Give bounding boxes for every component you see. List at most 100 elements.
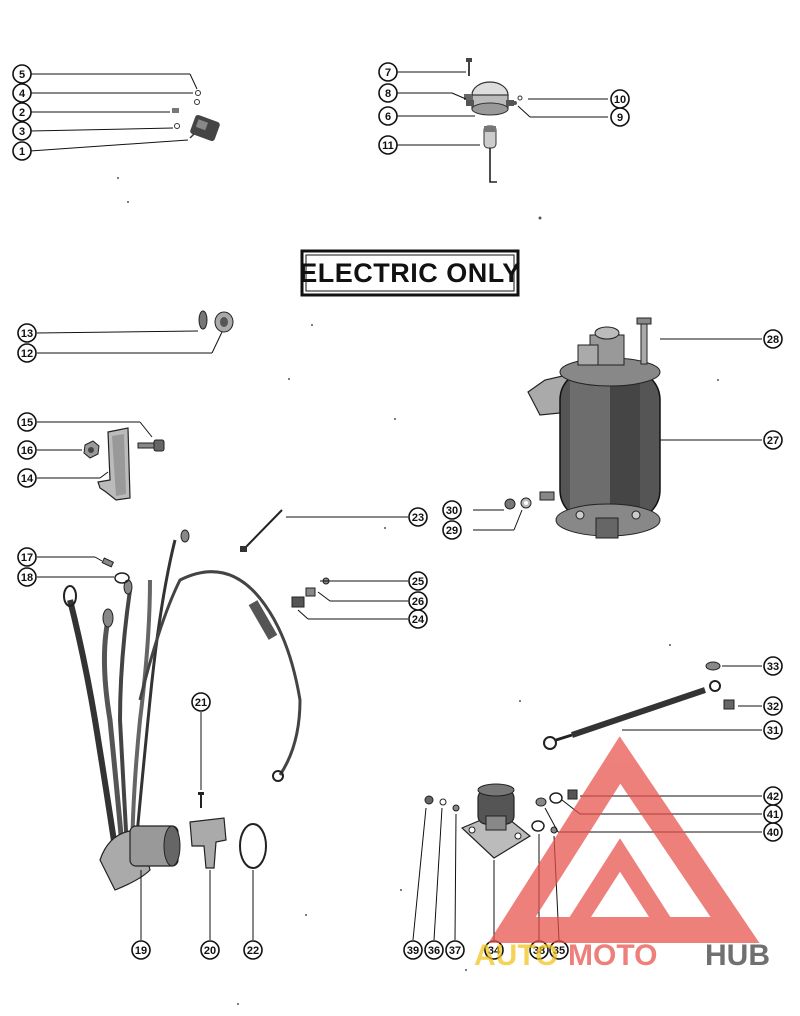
- callout-circle: [17, 567, 37, 587]
- callout-number: 12: [21, 348, 33, 360]
- callout-38: 38: [529, 940, 549, 960]
- callout-36: 36: [424, 940, 444, 960]
- callout-circle: [12, 141, 32, 161]
- solenoid-top-drawing: [464, 58, 523, 183]
- callout-number: 41: [767, 809, 779, 821]
- callout-number: 32: [767, 701, 779, 713]
- callout-24: 24: [408, 609, 428, 629]
- callout-number: 42: [767, 791, 779, 803]
- switch-assembly-drawing: [172, 90, 220, 141]
- callout-14: 14: [17, 468, 37, 488]
- callout-circle: [17, 468, 37, 488]
- callout-number: 35: [553, 945, 565, 957]
- callout-circle: [424, 940, 444, 960]
- terminal-parts-24-26-drawing: [291, 577, 330, 608]
- callout-circle: [17, 412, 37, 432]
- watermark-auto: AUTO: [474, 939, 558, 972]
- callout-circle: [12, 121, 32, 141]
- callout-3: 3: [12, 121, 32, 141]
- callout-number: 31: [767, 725, 779, 737]
- callout-circle: [763, 696, 783, 716]
- callout-number: 33: [767, 661, 779, 673]
- callout-circle: [378, 62, 398, 82]
- callout-circle: [17, 343, 37, 363]
- callout-circle: [17, 440, 37, 460]
- callout-12: 12: [17, 343, 37, 363]
- callout-number: 30: [446, 505, 458, 517]
- tie-strap-drawing: [240, 509, 283, 552]
- callout-17: 17: [17, 547, 37, 567]
- callout-number: 27: [767, 435, 779, 447]
- title-box: ELECTRIC ONLY: [299, 249, 520, 297]
- callout-number: 2: [19, 107, 25, 119]
- callout-18: 18: [17, 567, 37, 587]
- callout-13: 13: [17, 323, 37, 343]
- grommet-drawing: [198, 310, 234, 333]
- callout-number: 38: [533, 945, 545, 957]
- callout-circle: [191, 692, 211, 712]
- callout-circle: [408, 591, 428, 611]
- callout-32: 32: [763, 696, 783, 716]
- callout-number: 7: [385, 67, 391, 79]
- callout-8: 8: [378, 83, 398, 103]
- callout-number: 19: [135, 945, 147, 957]
- callout-number: 28: [767, 334, 779, 346]
- callout-circle: [408, 571, 428, 591]
- callout-number: 16: [21, 445, 33, 457]
- callout-20: 20: [200, 940, 220, 960]
- washer-nut-29-30-drawing: [504, 497, 532, 510]
- leader-lines: [29, 71, 762, 941]
- callout-number: 25: [412, 576, 424, 588]
- wiring-harness-drawing: [63, 529, 302, 891]
- callout-number: 6: [385, 111, 391, 123]
- callout-circle: [763, 786, 783, 806]
- callout-9: 9: [610, 107, 630, 127]
- callout-circle: [442, 520, 462, 540]
- screw-washer-17-18-drawing: [101, 557, 130, 584]
- callout-10: 10: [610, 89, 630, 109]
- callout-number: 39: [407, 945, 419, 957]
- callout-number: 23: [412, 512, 424, 524]
- callout-number: 36: [428, 945, 440, 957]
- callout-number: 10: [614, 94, 626, 106]
- callout-circle: [445, 940, 465, 960]
- callout-circle: [763, 720, 783, 740]
- callout-33: 33: [763, 656, 783, 676]
- callout-number: 9: [617, 112, 623, 124]
- callout-circle: [610, 89, 630, 109]
- callout-circle: [200, 940, 220, 960]
- callout-circle: [763, 329, 783, 349]
- callout-circle: [17, 547, 37, 567]
- callout-circle: [442, 500, 462, 520]
- callout-21: 21: [191, 692, 211, 712]
- callout-circle: [12, 102, 32, 122]
- callout-circle: [408, 507, 428, 527]
- callout-number: 20: [204, 945, 216, 957]
- watermark-hub: HUB: [705, 939, 770, 972]
- callout-number: 17: [21, 552, 33, 564]
- callout-11: 11: [378, 135, 398, 155]
- callout-39: 39: [403, 940, 423, 960]
- callout-circle: [131, 940, 151, 960]
- callout-25: 25: [408, 571, 428, 591]
- callout-23: 23: [408, 507, 428, 527]
- callout-number: 37: [449, 945, 461, 957]
- callout-number: 24: [412, 614, 425, 626]
- callout-number: 1: [19, 146, 25, 158]
- callout-circle: [763, 430, 783, 450]
- callout-number: 29: [446, 525, 458, 537]
- callout-circle: [378, 106, 398, 126]
- callout-circle: [12, 83, 32, 103]
- callout-15: 15: [17, 412, 37, 432]
- callout-circle: [378, 135, 398, 155]
- callout-number: 26: [412, 596, 424, 608]
- callout-29: 29: [442, 520, 462, 540]
- callout-5: 5: [12, 64, 32, 84]
- callout-number: 5: [19, 69, 25, 81]
- o-ring-drawing: [239, 823, 267, 869]
- retainer-clip-drawing: [189, 792, 227, 869]
- callout-4: 4: [12, 83, 32, 103]
- callout-number: 15: [21, 417, 33, 429]
